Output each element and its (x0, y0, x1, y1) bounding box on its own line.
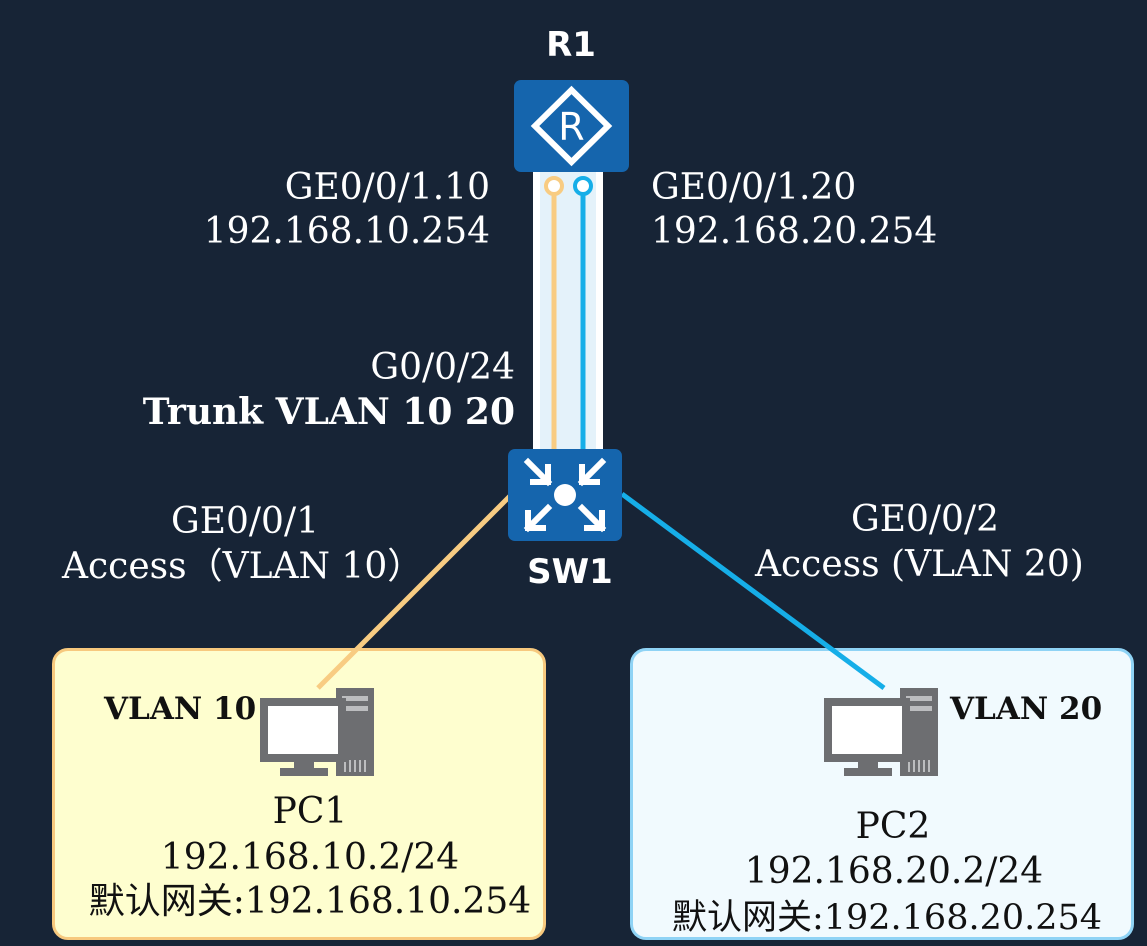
pc1-name: PC1 (272, 791, 348, 832)
pc2-gateway: 默认网关:192.168.20.254 (671, 898, 1103, 938)
vlan20-area (630, 648, 1134, 940)
pc2-ip: 192.168.20.2/24 (744, 851, 1044, 892)
pc-icon (260, 688, 374, 776)
pc1-vlan-label: VLAN 10 (104, 691, 257, 727)
switch-port-left: GE0/0/1 (170, 501, 319, 542)
router-sub-right-port: GE0/0/1.20 (651, 167, 857, 208)
switch-icon (523, 457, 607, 533)
access-link-pc2 (620, 491, 886, 691)
pc2-vlan-label: VLAN 20 (950, 691, 1103, 727)
pc1-gateway: 默认网关:192.168.10.254 (88, 881, 532, 922)
switch-device[interactable] (508, 449, 622, 541)
switch-port-right-mode: Access (VLAN 20) (755, 544, 1084, 585)
router-name: R1 (546, 25, 596, 65)
pc2-name: PC2 (855, 806, 931, 847)
pc2-device[interactable] (824, 688, 940, 778)
pc-icon (824, 688, 938, 776)
switch-uplink-mode: Trunk VLAN 10 20 (142, 391, 515, 433)
pc1-ip: 192.168.10.2/24 (160, 837, 460, 878)
router-icon: R (530, 85, 613, 167)
router-sub-left-ip: 192.168.10.254 (203, 211, 490, 252)
port-dot-vlan10 (544, 176, 564, 196)
switch-port-right: GE0/0/2 (850, 499, 999, 540)
switch-uplink-port: G0/0/24 (370, 347, 515, 388)
switch-name: SW1 (527, 552, 613, 592)
router-sub-left-port: GE0/0/1.10 (284, 167, 490, 208)
vlan10-area (52, 648, 546, 940)
pc1-device[interactable] (260, 688, 376, 778)
switch-port-left-mode: Access（VLAN 10） (62, 546, 424, 587)
svg-text:R: R (558, 105, 584, 149)
port-dot-vlan20 (573, 176, 593, 196)
router-device[interactable]: R (514, 80, 629, 172)
access-link-pc1 (316, 494, 512, 690)
router-sub-right-ip: 192.168.20.254 (651, 211, 938, 252)
